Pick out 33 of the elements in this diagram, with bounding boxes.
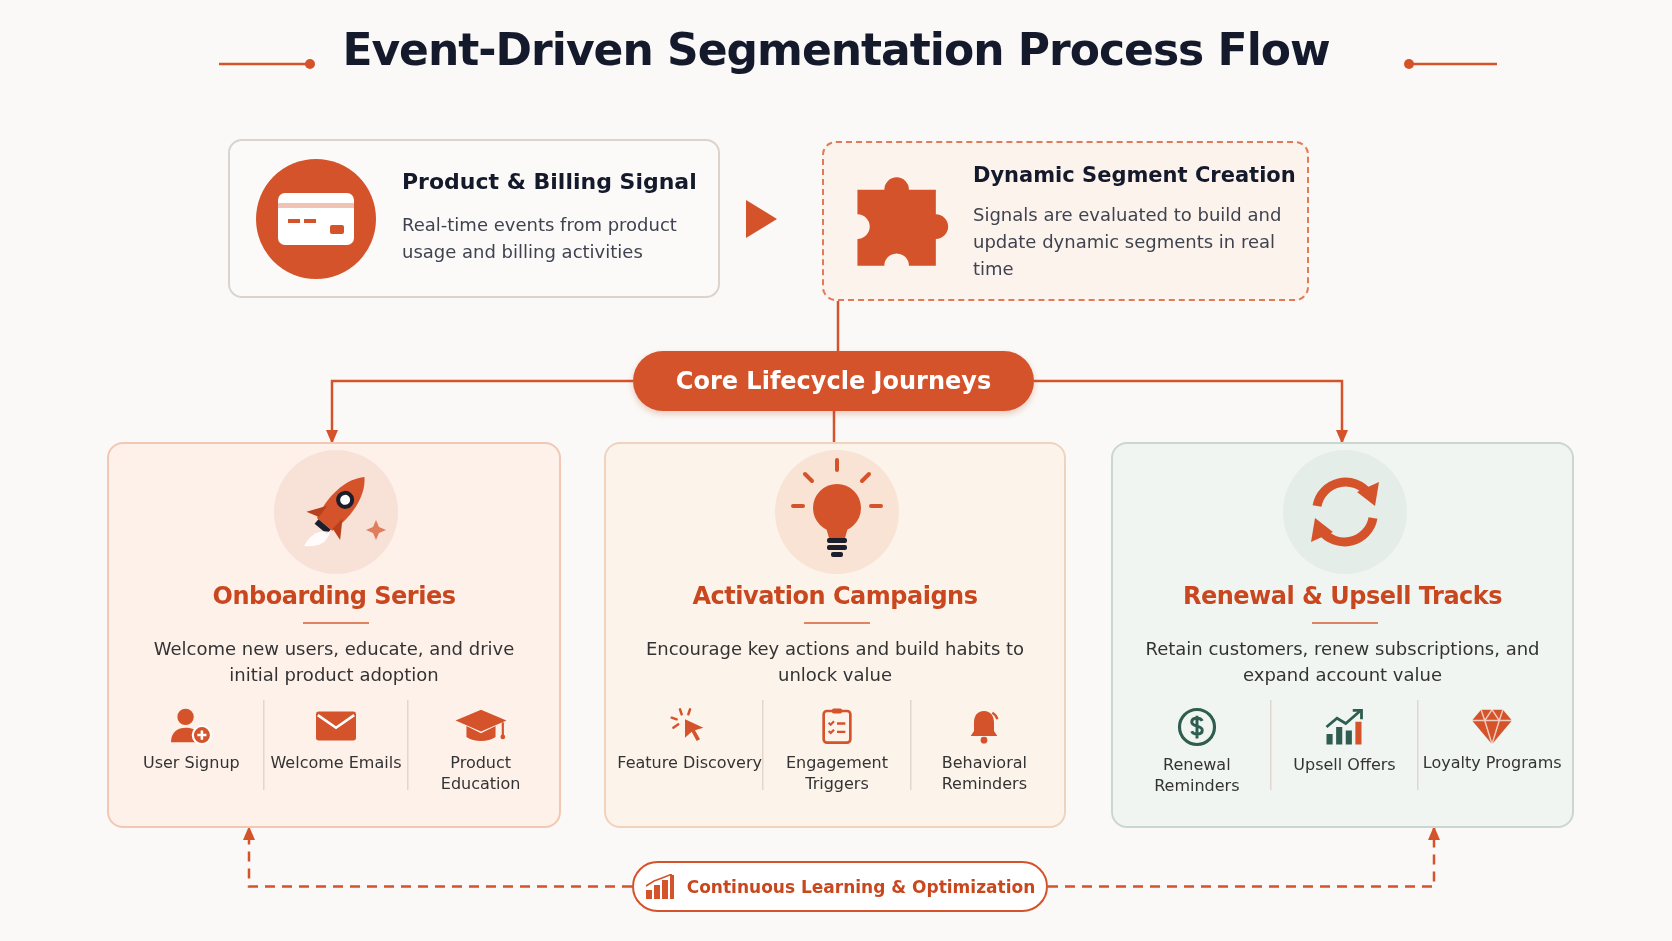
- pill-label: Continuous Learning & Optimization: [686, 876, 1036, 897]
- process-card-dashed: [822, 141, 1309, 301]
- item-label: Behavioral Reminders: [940, 752, 1028, 794]
- connector-arrow: [1048, 826, 1440, 888]
- card-heading: Dynamic Segment Creation: [973, 163, 1296, 187]
- journey-card: [604, 442, 1066, 828]
- connector-arrow: [326, 379, 633, 444]
- item-label: Product Education: [439, 752, 522, 794]
- card-heading: Activation Campaigns: [691, 582, 979, 610]
- process-card: [228, 139, 720, 298]
- pill-label: Core Lifecycle Journeys: [675, 367, 992, 395]
- card-heading: Renewal & Upsell Tracks: [1181, 582, 1504, 610]
- connector-arrow: [243, 826, 632, 888]
- card-heading: Product & Billing Signal: [402, 169, 697, 194]
- feedback-pill: [632, 861, 1048, 912]
- card-description: Signals are evaluated to build and update dynamic segments in real time: [973, 203, 1283, 281]
- item-label: Feature Discovery: [616, 752, 763, 773]
- hub-pill: [633, 351, 1034, 411]
- connector-arrow: [1034, 379, 1348, 444]
- title: Event-Driven Segmentation Process Flow: [341, 24, 1331, 75]
- item-label: Welcome Emails: [269, 752, 403, 773]
- card-heading: Onboarding Series: [211, 582, 457, 610]
- item-label: Engagement Triggers: [784, 752, 889, 794]
- item-label: Loyalty Programs: [1421, 752, 1563, 773]
- journey-card: [107, 442, 561, 828]
- card-description: Encourage key actions and build habits to unlock value: [644, 637, 1026, 687]
- journey-card: [1111, 442, 1574, 828]
- card-description: Welcome new users, educate, and drive initial product adoption: [152, 637, 516, 687]
- card-description: Retain customers, renew subscriptions, and expand account value: [1144, 637, 1541, 687]
- item-label: Upsell Offers: [1292, 754, 1397, 775]
- item-label: User Signup: [141, 752, 241, 773]
- card-description: Real-time events from product usage and billing activities: [402, 213, 678, 264]
- item-label: Renewal Reminders: [1153, 754, 1241, 796]
